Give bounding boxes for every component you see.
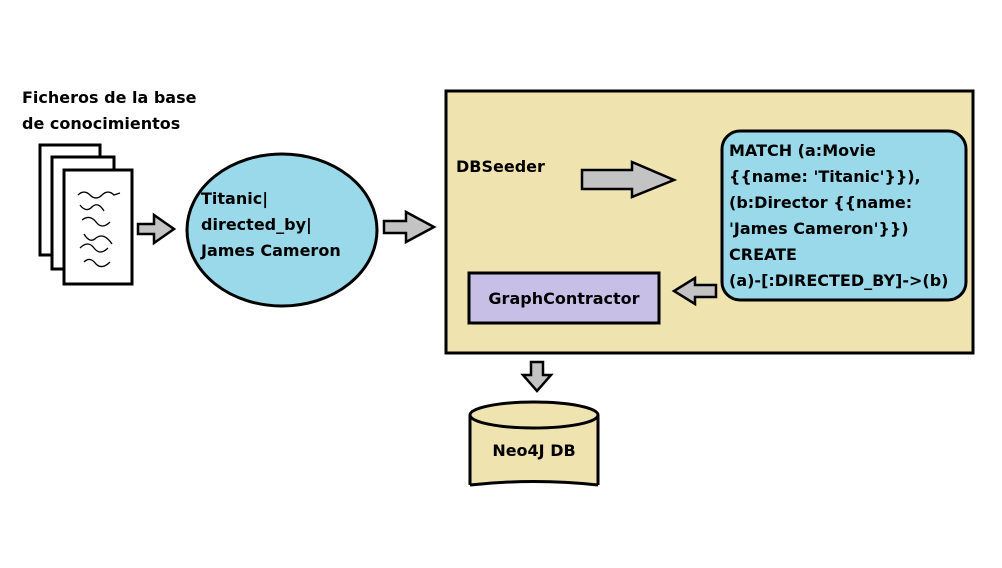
triple-node-line1: Titanic| [201, 189, 269, 208]
db-seeder-label: DBSeeder [456, 157, 545, 176]
knowledge-base-title-line2: de conocimientos [22, 114, 181, 133]
documents-stack-icon [38, 143, 134, 286]
document-sheet-front [62, 168, 134, 286]
document-scribbles-icon [77, 191, 121, 268]
cypher-query-line1: MATCH (a:Movie [729, 141, 876, 160]
triple-node-line3: James Cameron [201, 241, 341, 260]
database-label: Neo4J DB [492, 440, 576, 460]
knowledge-base-title-line1: Ficheros de la base [22, 88, 197, 107]
triple-node-line2: directed_by| [201, 215, 312, 234]
arrow-query-to-contractor [671, 275, 718, 307]
knowledge-base-title: Ficheros de la base de conocimientos [22, 85, 232, 137]
graph-contractor-box [467, 271, 661, 325]
triple-node-text: Titanic| directed_by| James Cameron [201, 186, 341, 264]
arrow-docs-to-triple [136, 212, 177, 246]
cypher-query-line4: 'James Cameron'}}) [729, 219, 909, 238]
cypher-query-line6: (a)-[:DIRECTED_BY]->(b) [729, 271, 949, 290]
triple-node-ellipse [185, 152, 379, 308]
cypher-query-text: MATCH (a:Movie {{name: 'Titanic'}}), (b:… [729, 138, 948, 294]
cypher-query-line3: (b:Director {{name: [729, 193, 913, 212]
arrow-triple-to-seeder [382, 209, 437, 245]
cypher-query-line5: CREATE [729, 245, 797, 264]
cypher-query-box [720, 129, 968, 302]
graph-contractor-label: GraphContractor [488, 288, 640, 308]
cypher-query-line2: {{name: 'Titanic'}}), [729, 167, 921, 186]
arrow-seeder-to-query [580, 160, 678, 199]
arrow-seeder-to-db [520, 360, 554, 393]
database-cylinder-icon [468, 400, 600, 487]
